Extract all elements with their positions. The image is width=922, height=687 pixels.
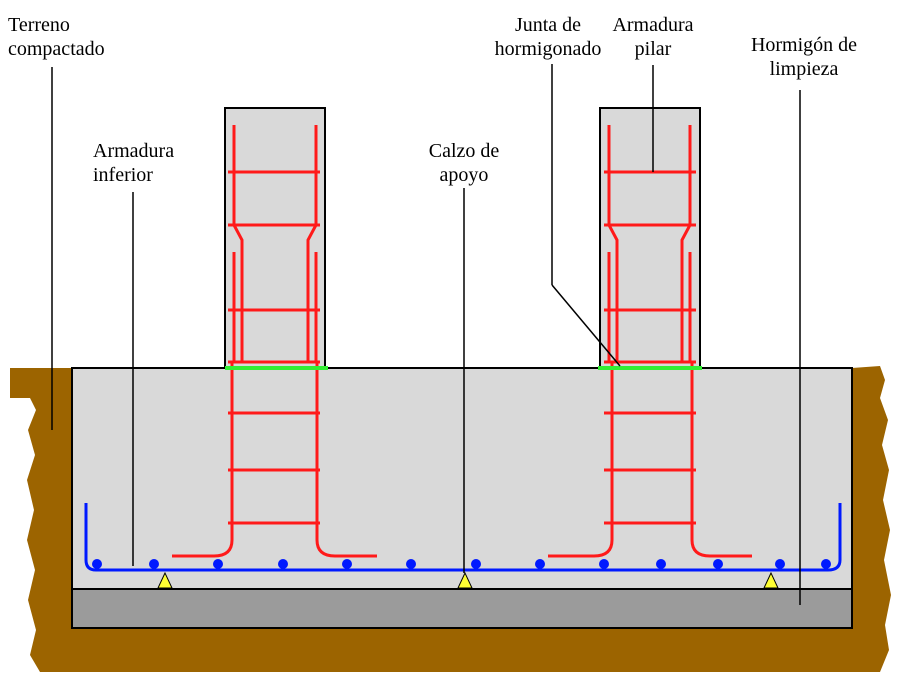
- label-line: pilar: [634, 38, 672, 60]
- rebar-dot: [92, 559, 102, 569]
- starter-bar-left-r: [315, 362, 377, 558]
- rebar-left-crank-l: [232, 224, 244, 362]
- label-line: limpieza: [769, 58, 839, 80]
- soil: [10, 366, 891, 672]
- spacer-1: [157, 571, 173, 589]
- lean-concrete-layer: [71, 588, 853, 629]
- label-line: compactado: [8, 38, 105, 60]
- label-line: inferior: [93, 164, 153, 186]
- label-calzo-apoyo: Calzo de apoyo: [414, 139, 514, 187]
- label-line: Armadura: [93, 140, 175, 162]
- leader-junta-diag: [551, 284, 621, 367]
- spacer-2: [457, 571, 473, 589]
- column-right-rebar: [548, 125, 752, 558]
- starter-bar-right-r: [690, 362, 752, 558]
- rebar-dot: [278, 559, 288, 569]
- rebar-dot: [342, 559, 352, 569]
- rebar-right-crank-r: [680, 224, 692, 362]
- spacers: [157, 571, 779, 589]
- label-terreno-compactado: Terreno compactado: [8, 13, 105, 61]
- rebar-left-crank-r: [306, 224, 318, 362]
- bottom-rebar-dots: [92, 559, 831, 569]
- label-hormigon-limpieza: Hormigón de limpieza: [736, 33, 872, 81]
- label-line: Armadura: [612, 14, 694, 36]
- rebar-dot: [713, 559, 723, 569]
- label-line: Calzo de: [428, 140, 500, 162]
- rebar-dot: [471, 559, 481, 569]
- label-junta-hormigonado: Junta de hormigonado: [473, 13, 623, 61]
- rebar-dot: [656, 559, 666, 569]
- rebar-dot: [775, 559, 785, 569]
- rebar-dot: [213, 559, 223, 569]
- column-left-rebar: [172, 125, 377, 558]
- starter-bar-left-l: [172, 362, 234, 558]
- label-armadura-pilar: Armadura pilar: [603, 13, 703, 61]
- rebar-dot: [821, 559, 831, 569]
- starter-bar-right-l: [548, 362, 614, 558]
- spacer-3: [763, 571, 779, 589]
- rebar-dot: [406, 559, 416, 569]
- label-line: Hormigón de: [750, 34, 858, 56]
- rebar-dot: [535, 559, 545, 569]
- rebar-dot: [599, 559, 609, 569]
- label-line: Junta de: [514, 14, 582, 36]
- label-line: hormigonado: [494, 38, 602, 60]
- bottom-rebar: [84, 503, 842, 572]
- label-line: apoyo: [439, 164, 489, 186]
- rebar-right-crank-l: [607, 224, 619, 362]
- label-line: Terreno: [8, 14, 70, 36]
- rebar-dot: [149, 559, 159, 569]
- footing-concrete: [71, 367, 853, 590]
- label-armadura-inferior: Armadura inferior: [93, 139, 179, 187]
- leader-lines: [51, 64, 801, 605]
